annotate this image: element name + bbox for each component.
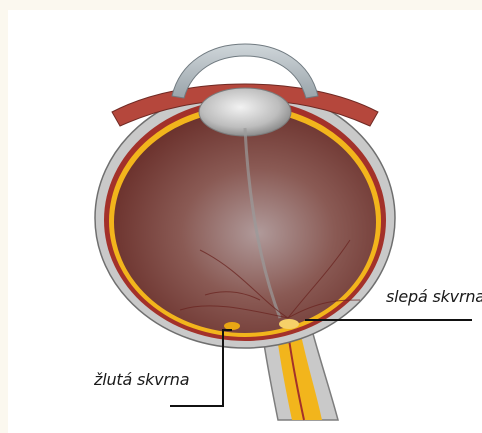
macula-spot [224,322,240,330]
blind-spot-label: slepá skvrna [386,287,482,306]
macula-label: žlutá skvrna [94,370,189,389]
optic-disc [279,319,299,329]
